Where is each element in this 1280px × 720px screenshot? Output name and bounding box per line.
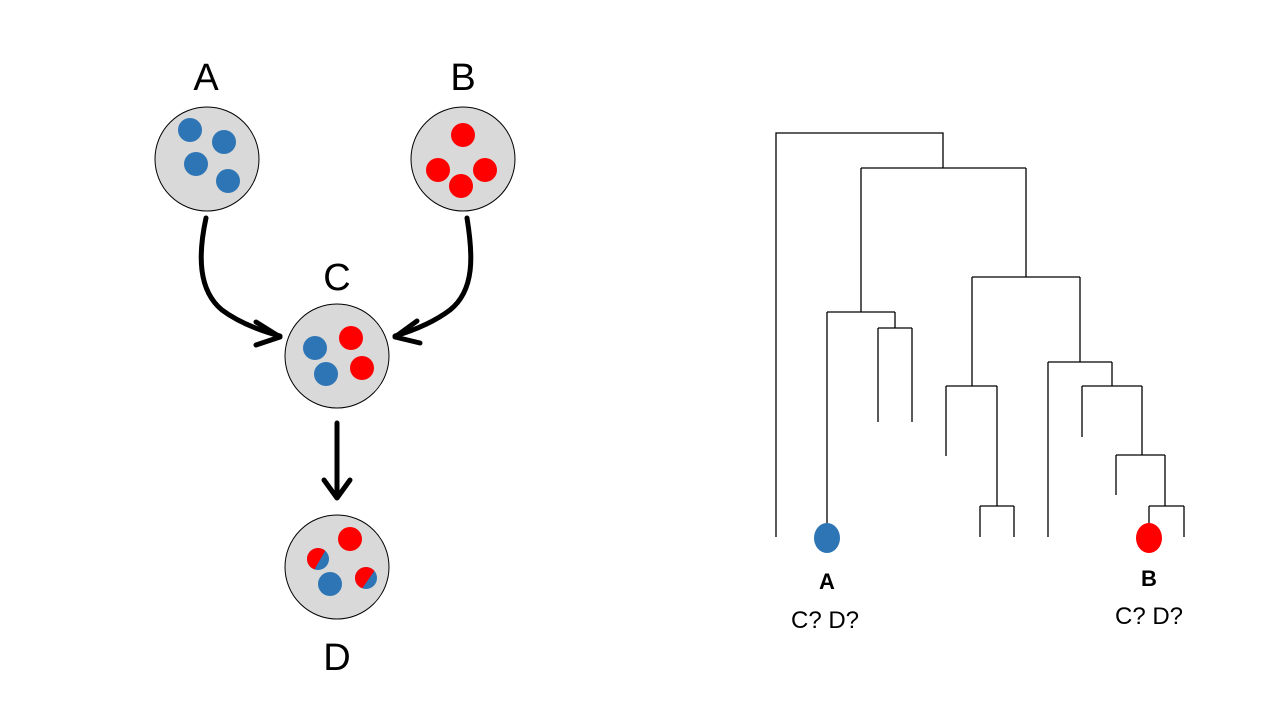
red-particle [350, 356, 374, 380]
red-particle [473, 158, 497, 182]
arrow-head [321, 477, 353, 501]
population-node-b [410, 106, 516, 212]
leaf-a-label: A [819, 569, 835, 594]
blue-particle [318, 572, 342, 596]
blue-particle [314, 362, 338, 386]
population-node-c [284, 303, 390, 409]
leaf-b-question: C? D? [1115, 603, 1183, 630]
node-b-label: B [450, 57, 475, 99]
node-c-label: C [323, 257, 350, 299]
red-particle [426, 158, 450, 182]
leaf-b-marker [1136, 523, 1162, 553]
arrow-a-to-c [198, 215, 283, 339]
blue-particle [216, 169, 240, 193]
arrow-head [253, 319, 283, 348]
node-a-label: A [193, 57, 219, 99]
population-node-a [154, 106, 260, 212]
blue-particle [178, 118, 202, 142]
blue-particle [303, 336, 327, 360]
mixed-particle [307, 548, 329, 570]
phylogenetic-tree [775, 132, 1185, 537]
blue-particle [184, 152, 208, 176]
red-particle [338, 527, 362, 551]
leaf-a-marker [814, 523, 840, 553]
population-node-d [284, 514, 390, 620]
red-particle [451, 123, 475, 147]
leaf-a-question: C? D? [791, 607, 859, 634]
node-d-label: D [323, 637, 350, 679]
arrow-b-to-c [392, 215, 474, 339]
blue-particle [212, 130, 236, 154]
arrow-head [392, 318, 423, 346]
leaf-b-label: B [1141, 566, 1157, 591]
red-particle [339, 326, 363, 350]
red-particle [449, 174, 473, 198]
